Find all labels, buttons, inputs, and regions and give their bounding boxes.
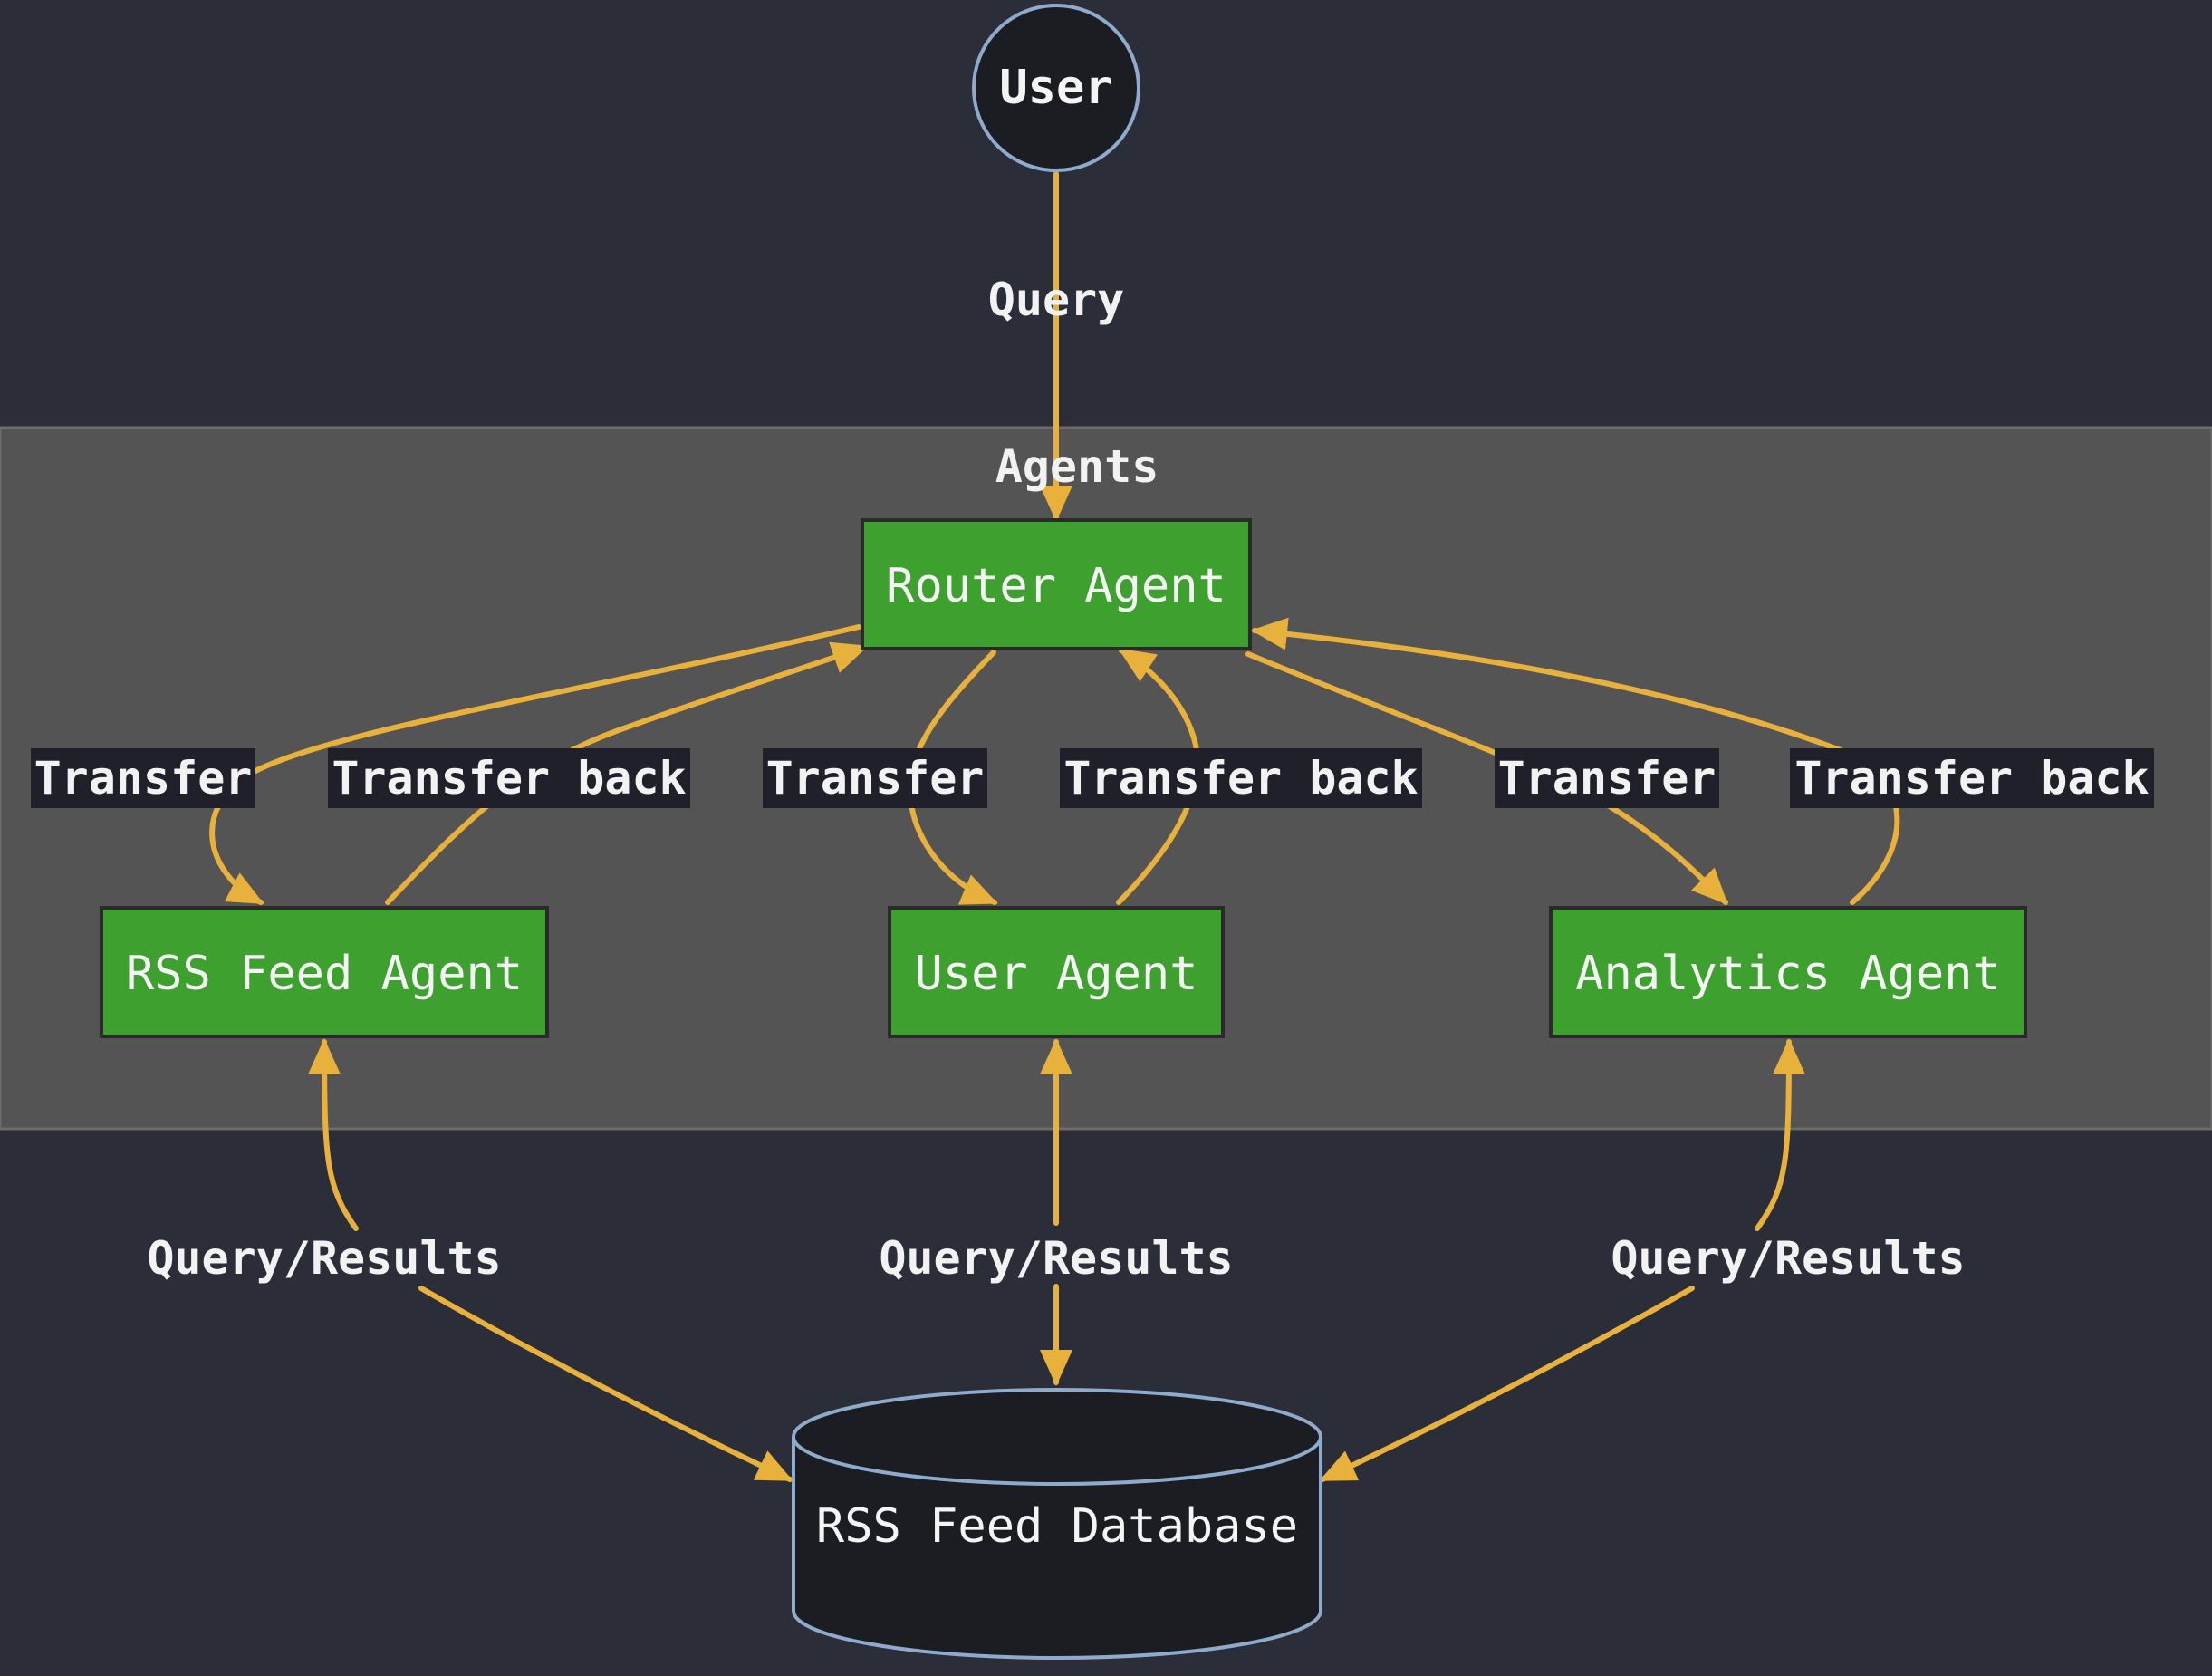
- edge-analytics-db-down: [1319, 1286, 1695, 1482]
- edge-label-analytics-to-router: Transfer back: [1794, 752, 2149, 804]
- edge-label-rss-to-router: Transfer back: [332, 752, 686, 804]
- edge-router-to-rss: [209, 624, 861, 905]
- router-agent-node[interactable]: [861, 518, 1252, 650]
- edge-label-router-to-user-agent: Transfer: [766, 752, 985, 804]
- analytics-agent-node[interactable]: [1549, 906, 2027, 1038]
- edge-label-user-agent-to-router: Transfer back: [1063, 752, 1418, 804]
- edge-label-rss-db: Query/Results: [147, 1232, 501, 1285]
- database-cylinder-top: [792, 1388, 1322, 1486]
- rss-feed-database-label: RSS Feed Database: [816, 1499, 1298, 1554]
- edge-label-bg-router-to-analytics: [1495, 748, 1719, 808]
- rss-feed-database-node[interactable]: [792, 1388, 1322, 1660]
- user-node-label: User: [999, 61, 1112, 115]
- edge-label-bg-rss-to-router: [328, 748, 690, 808]
- edge-label-bg-analytics-to-router: [1790, 748, 2154, 808]
- edge-label-bg-router-to-rss: [31, 748, 255, 808]
- router-agent-label: Router Agent: [886, 559, 1226, 613]
- edge-label-analytics-db: Query/Results: [1611, 1232, 1965, 1285]
- edge-label-router-to-rss: Transfer: [34, 752, 253, 804]
- edge-rss-db-up: [308, 1038, 359, 1231]
- user-node[interactable]: [972, 4, 1140, 172]
- database-cylinder-body: [792, 1437, 1322, 1660]
- edge-label-query: Query: [988, 274, 1125, 326]
- analytics-agent-label: Analytics Agent: [1575, 947, 2001, 1001]
- edge-rss-db-down: [418, 1286, 793, 1482]
- edge-analytics-db-up: [1755, 1038, 1805, 1231]
- rss-feed-agent-node[interactable]: [100, 906, 549, 1038]
- agents-cluster-title: Agents: [995, 440, 1159, 493]
- user-agent-node[interactable]: [888, 906, 1225, 1038]
- edge-rss-to-router: [385, 641, 869, 905]
- edge-analytics-to-router: [1251, 617, 1900, 905]
- user-agent-label: User Agent: [914, 947, 1197, 1001]
- edge-label-user-agent-db: Query/Results: [879, 1232, 1233, 1285]
- edge-label-router-to-analytics: Transfer: [1498, 752, 1717, 804]
- edge-router-to-user-agent: [907, 650, 998, 905]
- edge-label-bg-user-agent-to-router: [1060, 748, 1422, 808]
- edge-label-bg-router-to-user-agent: [763, 748, 987, 808]
- rss-feed-agent-label: RSS Feed Agent: [126, 947, 523, 1001]
